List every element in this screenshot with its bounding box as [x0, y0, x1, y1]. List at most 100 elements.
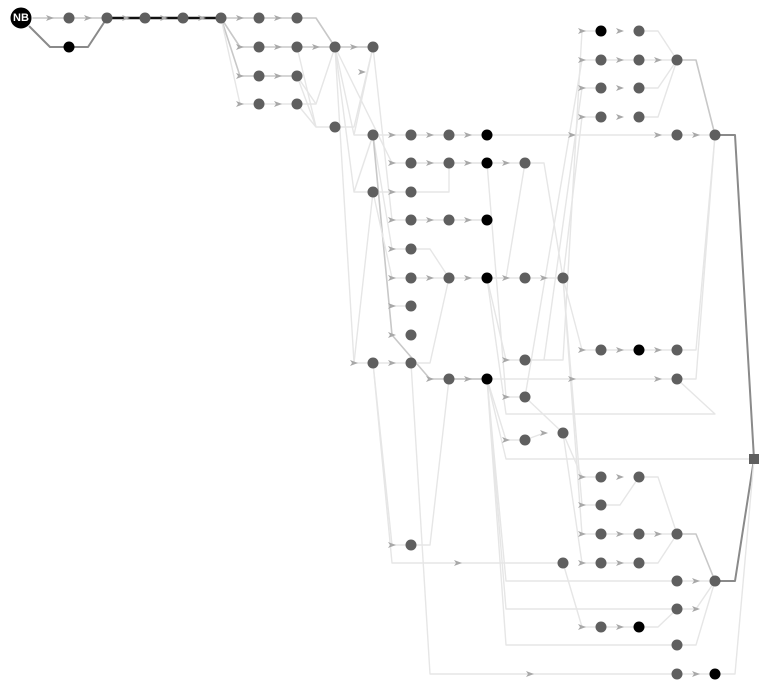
graph-node-f8[interactable] [595, 557, 607, 569]
arrow-icon [578, 114, 586, 120]
graph-node-f18[interactable] [709, 668, 721, 680]
graph-node-f5[interactable] [633, 528, 645, 540]
graph-node-d7[interactable] [633, 82, 645, 94]
graph-node-c30[interactable] [557, 427, 569, 439]
graph-node-b7[interactable] [253, 70, 265, 82]
graph-node-b1[interactable] [253, 12, 265, 24]
graph-node-c7[interactable] [443, 157, 455, 169]
graph-node-d5[interactable] [671, 54, 683, 66]
graph-node-b3[interactable] [253, 41, 265, 53]
graph-node-f9[interactable] [633, 557, 645, 569]
graph-node-c8[interactable] [481, 157, 493, 169]
arrow-icon [388, 246, 396, 252]
graph-node-c16[interactable] [405, 272, 417, 284]
arrow-icon [350, 360, 358, 366]
edge [410, 362, 677, 675]
graph-node-f10[interactable] [405, 539, 417, 551]
graph-node-f3[interactable] [595, 499, 607, 511]
graph-node-e3[interactable] [671, 344, 683, 356]
graph-node-c11[interactable] [405, 186, 417, 198]
graph-node-b10[interactable] [291, 98, 303, 110]
graph-node-d11[interactable] [709, 129, 721, 141]
graph-node-d9[interactable] [633, 111, 645, 123]
graph-node-c5[interactable] [481, 129, 493, 141]
graph-node-f13[interactable] [671, 603, 683, 615]
graph-node-b4[interactable] [291, 41, 303, 53]
graph-node-c25[interactable] [443, 373, 455, 385]
graph-node-c10[interactable] [367, 186, 379, 198]
graph-node-d3[interactable] [595, 54, 607, 66]
graph-node-a6[interactable] [215, 12, 227, 24]
graph-node-f7[interactable] [557, 557, 569, 569]
graph-node-a3[interactable] [101, 12, 113, 24]
graph-node-c14[interactable] [481, 214, 493, 226]
graph-node-b6[interactable] [367, 41, 379, 53]
graph-node-c12[interactable] [405, 214, 417, 226]
graph-node-d8[interactable] [595, 111, 607, 123]
arrow-icon [502, 437, 510, 443]
graph-node-f12[interactable] [709, 575, 721, 587]
graph-node-b8[interactable] [291, 70, 303, 82]
graph-node-c19[interactable] [519, 272, 531, 284]
graph-node-a2[interactable] [63, 41, 75, 53]
graph-node-c13[interactable] [443, 214, 455, 226]
graph-node-f16[interactable] [671, 639, 683, 651]
graph-node-f2[interactable] [633, 471, 645, 483]
graph-node-e4[interactable] [671, 373, 683, 385]
graph-node-f11[interactable] [671, 575, 683, 587]
graph-node-c9[interactable] [519, 157, 531, 169]
arrow-icon [274, 101, 282, 107]
graph-node-c18[interactable] [481, 272, 493, 284]
arrow-icon [568, 132, 576, 138]
graph-node-c6[interactable] [405, 157, 417, 169]
graph-node-f6[interactable] [671, 528, 683, 540]
graph-node-c29[interactable] [519, 434, 531, 446]
arrow-icon [464, 217, 472, 223]
graph-node-d2[interactable] [633, 25, 645, 37]
arrow-icon [388, 303, 396, 309]
edge [220, 17, 297, 105]
edge [677, 533, 716, 582]
graph-node-c21[interactable] [405, 300, 417, 312]
end-node[interactable] [749, 454, 759, 464]
graph-node-d10[interactable] [671, 129, 683, 141]
graph-node-c20[interactable] [557, 272, 569, 284]
graph-node-c24[interactable] [405, 357, 417, 369]
graph-node-c17[interactable] [443, 272, 455, 284]
graph-node-c15[interactable] [405, 243, 417, 255]
arrow-icon [464, 376, 472, 382]
graph-node-f15[interactable] [633, 621, 645, 633]
arrow-icon [616, 531, 624, 537]
graph-node-a4[interactable] [139, 12, 151, 24]
graph-node-e1[interactable] [595, 344, 607, 356]
edge [20, 17, 108, 48]
graph-node-d4[interactable] [633, 54, 645, 66]
graph-node-f4[interactable] [595, 528, 607, 540]
graph-node-c28[interactable] [519, 391, 531, 403]
graph-node-c22[interactable] [405, 329, 417, 341]
graph-node-b9[interactable] [253, 98, 265, 110]
arrow-icon [46, 15, 54, 21]
graph-node-b5[interactable] [329, 41, 341, 53]
graph-node-c1[interactable] [329, 121, 341, 133]
graph-node-d1[interactable] [595, 25, 607, 37]
arrow-icon [692, 578, 700, 584]
graph-node-c3[interactable] [405, 129, 417, 141]
graph-node-f17[interactable] [671, 668, 683, 680]
graph-node-e2[interactable] [633, 344, 645, 356]
graph-node-f14[interactable] [595, 621, 607, 633]
graph-node-d6[interactable] [595, 82, 607, 94]
graph-node-c23[interactable] [367, 357, 379, 369]
edge [296, 75, 317, 128]
graph-node-c4[interactable] [443, 129, 455, 141]
graph-node-c27[interactable] [519, 354, 531, 366]
arrow-icon [616, 114, 624, 120]
graph-node-c2[interactable] [367, 129, 379, 141]
start-node[interactable]: NB [9, 6, 33, 30]
graph-node-c26[interactable] [481, 373, 493, 385]
graph-node-f1[interactable] [595, 471, 607, 483]
graph-node-a5[interactable] [177, 12, 189, 24]
graph-node-b2[interactable] [291, 12, 303, 24]
arrow-icon [568, 376, 576, 382]
graph-node-a1[interactable] [63, 12, 75, 24]
